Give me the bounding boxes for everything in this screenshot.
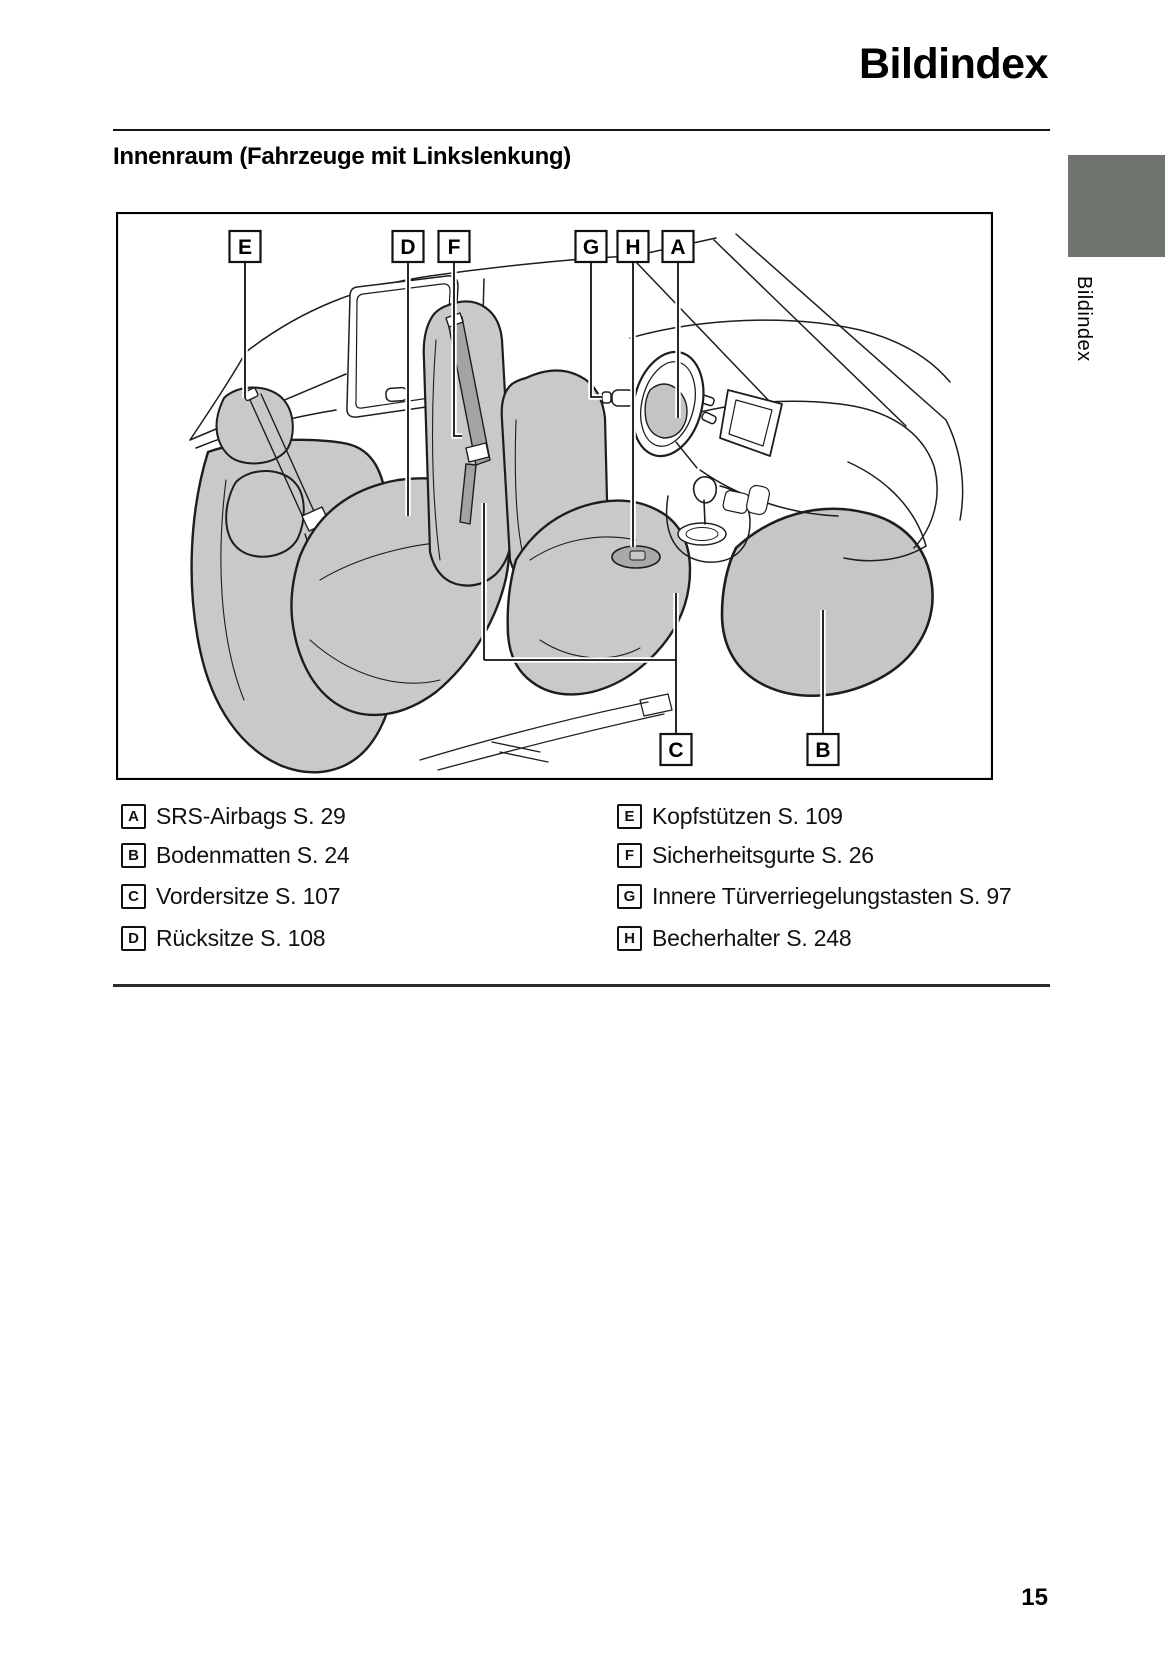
callout-box-D: D xyxy=(391,229,425,264)
chapter-tab xyxy=(1068,155,1165,257)
legend-label-C: Vordersitze S. 107 xyxy=(156,883,341,909)
interior-figure: E D F G H xyxy=(115,211,994,781)
legend-label-A: SRS-Airbags S. 29 xyxy=(156,803,346,829)
callout-letter: F xyxy=(448,236,461,259)
floor-sill-lines xyxy=(419,693,673,771)
legend-item-C: C Vordersitze S. 107 xyxy=(121,883,341,910)
callout-letter: E xyxy=(238,236,252,259)
callout-letter: G xyxy=(583,236,599,259)
rear-door-handle xyxy=(385,386,408,403)
callout-box-H: H xyxy=(616,229,650,264)
legend-item-D: D Rücksitze S. 108 xyxy=(121,925,326,952)
floor-mat xyxy=(720,507,934,698)
legend-label-B: Bodenmatten S. 24 xyxy=(156,842,350,868)
callout-letter: C xyxy=(668,739,683,762)
callout-box-C: C xyxy=(659,732,693,767)
callout-letter: H xyxy=(625,236,640,259)
car-interior-artwork xyxy=(189,233,964,774)
door-lock-buttons xyxy=(601,389,635,407)
legend-item-A: A SRS-Airbags S. 29 xyxy=(121,803,346,830)
legend-key-B: B xyxy=(121,843,146,868)
dash-display xyxy=(719,389,783,457)
legend-label-H: Becherhalter S. 248 xyxy=(652,925,852,951)
callout-box-F: F xyxy=(437,229,471,264)
footer-rule xyxy=(113,984,1050,987)
callout-box-B: B xyxy=(806,732,840,767)
legend-key-E: E xyxy=(617,804,642,829)
legend-key-G: G xyxy=(617,884,642,909)
page-number: 15 xyxy=(1021,1584,1048,1611)
cup-holder-detail xyxy=(629,550,646,561)
front-driver-seat xyxy=(500,369,692,696)
gear-shift-console xyxy=(666,476,770,563)
legend-item-H: H Becherhalter S. 248 xyxy=(617,925,852,952)
front-seatbelt xyxy=(445,312,491,525)
legend-item-F: F Sicherheitsgurte S. 26 xyxy=(617,842,874,869)
gear-knob xyxy=(692,476,718,504)
legend-key-A: A xyxy=(121,804,146,829)
headrest-upper xyxy=(215,386,294,465)
light-stalk xyxy=(701,411,717,425)
callout-box-A: A xyxy=(661,229,695,264)
callout-letter: D xyxy=(400,236,415,259)
headrest-lower xyxy=(225,469,305,558)
callout-labels: E D F G H xyxy=(228,229,840,767)
legend-key-F: F xyxy=(617,843,642,868)
legend-key-D: D xyxy=(121,926,146,951)
section-heading: Innenraum (Fahrzeuge mit Linkslenkung) xyxy=(113,143,571,170)
page-title: Bildindex xyxy=(858,40,1049,88)
callout-letter: A xyxy=(670,236,685,259)
front-passenger-seat xyxy=(422,300,514,587)
header-rule xyxy=(113,129,1050,131)
callout-box-G: G xyxy=(574,229,608,264)
interior-illustration-svg: E D F G H xyxy=(115,211,994,781)
legend-label-G: Innere Türverriegelungstasten S. 97 xyxy=(652,883,1012,909)
legend-label-D: Rücksitze S. 108 xyxy=(156,925,326,951)
legend-item-B: B Bodenmatten S. 24 xyxy=(121,842,350,869)
callout-letter: B xyxy=(815,739,830,762)
callout-box-E: E xyxy=(228,229,262,264)
legend-key-H: H xyxy=(617,926,642,951)
legend-label-E: Kopfstützen S. 109 xyxy=(652,803,843,829)
legend-label-F: Sicherheitsgurte S. 26 xyxy=(652,842,874,868)
chapter-tab-label: Bildindex xyxy=(1073,276,1095,362)
legend-key-C: C xyxy=(121,884,146,909)
steering-wheel xyxy=(631,350,705,469)
legend-item-G: G Innere Türverriegelungstasten S. 97 xyxy=(617,883,1012,910)
legend-item-E: E Kopfstützen S. 109 xyxy=(617,803,843,830)
